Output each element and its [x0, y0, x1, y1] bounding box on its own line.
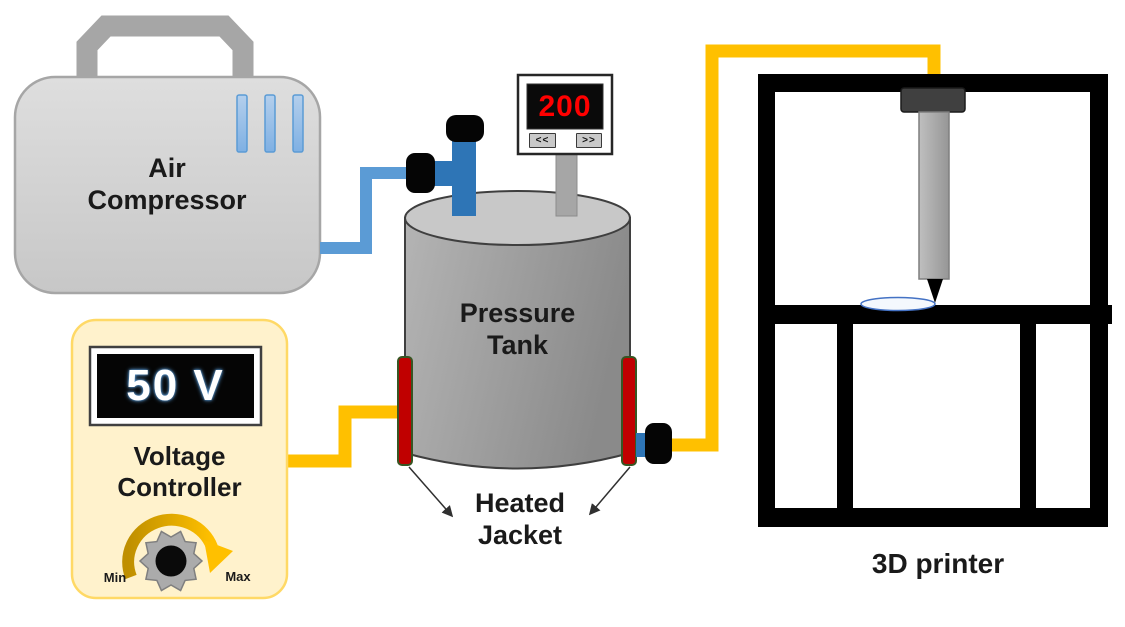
pipe-cap-icon	[446, 115, 484, 142]
voltage-readout: 50 V	[126, 361, 225, 410]
knob-rotation-arrow-icon	[122, 513, 218, 580]
knob-max-label: Max	[225, 569, 251, 584]
wire-tank-to-printer	[660, 44, 941, 452]
tank-lid	[404, 190, 631, 246]
air-inlet-pipe	[452, 139, 476, 216]
heated-jacket-right	[621, 356, 637, 466]
printed-droplet	[860, 296, 936, 312]
compressor-handle	[76, 15, 254, 80]
syringe-barrel	[918, 111, 950, 280]
compressor-vents-icon	[236, 94, 304, 153]
voltage-display	[97, 354, 254, 418]
temp-decrease-button[interactable]: <<	[529, 133, 556, 148]
air-compressor-label: Air Compressor	[87, 153, 247, 216]
nozzle-icon	[927, 279, 943, 303]
printer-frame	[758, 74, 1112, 527]
jacket-arrow-right	[588, 466, 631, 516]
heated-jacket-label: Heated Jacket	[474, 488, 566, 551]
printer-label: 3D printer	[871, 548, 1005, 579]
heated-jacket-left	[397, 356, 413, 466]
knob-arrowhead-icon	[204, 540, 233, 573]
pressure-tank-label: Pressure Tank	[459, 298, 576, 361]
temp-increase-button[interactable]: >>	[576, 133, 602, 148]
outlet-fitting-icon	[645, 423, 672, 464]
pipe-fitting-icon	[406, 153, 435, 193]
voltage-controller-label: Voltage Controller	[117, 441, 242, 503]
temperature-readout: 200	[538, 89, 592, 123]
knob-center	[155, 545, 187, 577]
printer-carriage	[900, 87, 966, 113]
temp-display	[526, 83, 604, 130]
temp-controller-post	[555, 151, 578, 217]
jacket-arrow-left	[408, 466, 454, 518]
knob-min-label: Min	[103, 570, 127, 585]
wire-voltage-to-jacket	[287, 405, 398, 468]
